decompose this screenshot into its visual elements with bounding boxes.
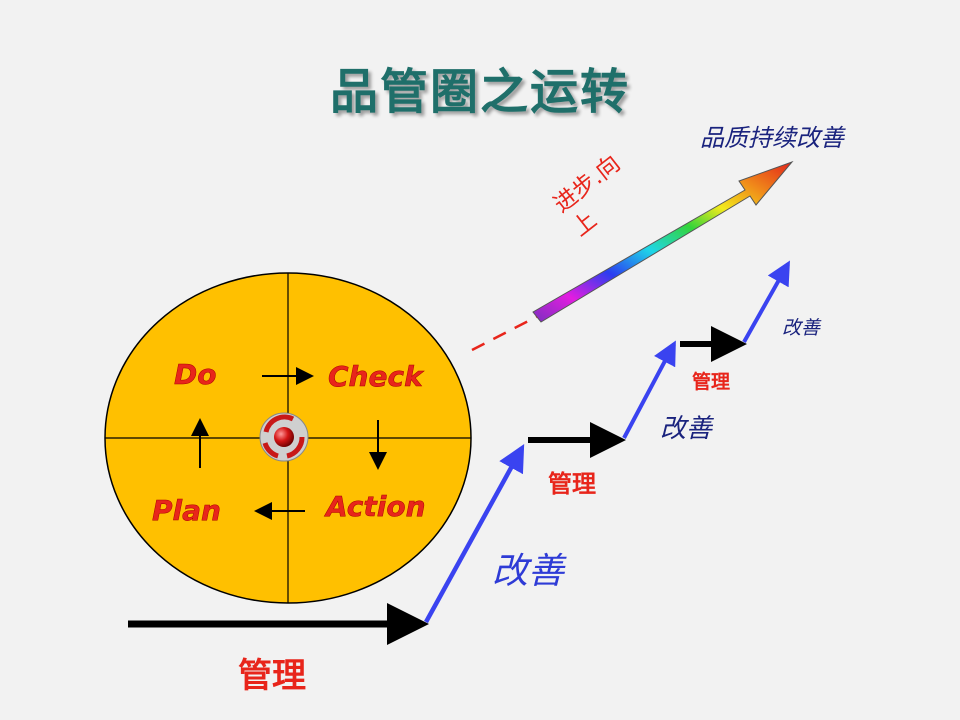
goal-label: 品质持续改善 <box>700 124 844 152</box>
management-label-2: 管理 <box>548 469 596 498</box>
dashed-connector <box>471 313 541 352</box>
plan-label: Plan <box>152 494 221 528</box>
action-label: Action <box>326 490 426 524</box>
improvement-step-2-arrow <box>622 340 676 439</box>
improvement-step-3-arrow <box>742 260 790 343</box>
management-label-3: 管理 <box>692 371 731 393</box>
improvement-label-1: 改善 <box>492 551 565 592</box>
improvement-label-2: 改善 <box>660 414 713 444</box>
improvement-label-3: 改善 <box>782 317 821 339</box>
cycle-center-icon <box>259 412 309 462</box>
management-label-1: 管理 <box>238 656 306 696</box>
rainbow-arrow-icon <box>532 160 794 323</box>
improvement-step-1-arrow <box>424 444 525 624</box>
page-title: 品管圈之运转 <box>329 64 630 120</box>
do-label: Do <box>174 358 217 392</box>
check-label: Check <box>328 360 423 394</box>
